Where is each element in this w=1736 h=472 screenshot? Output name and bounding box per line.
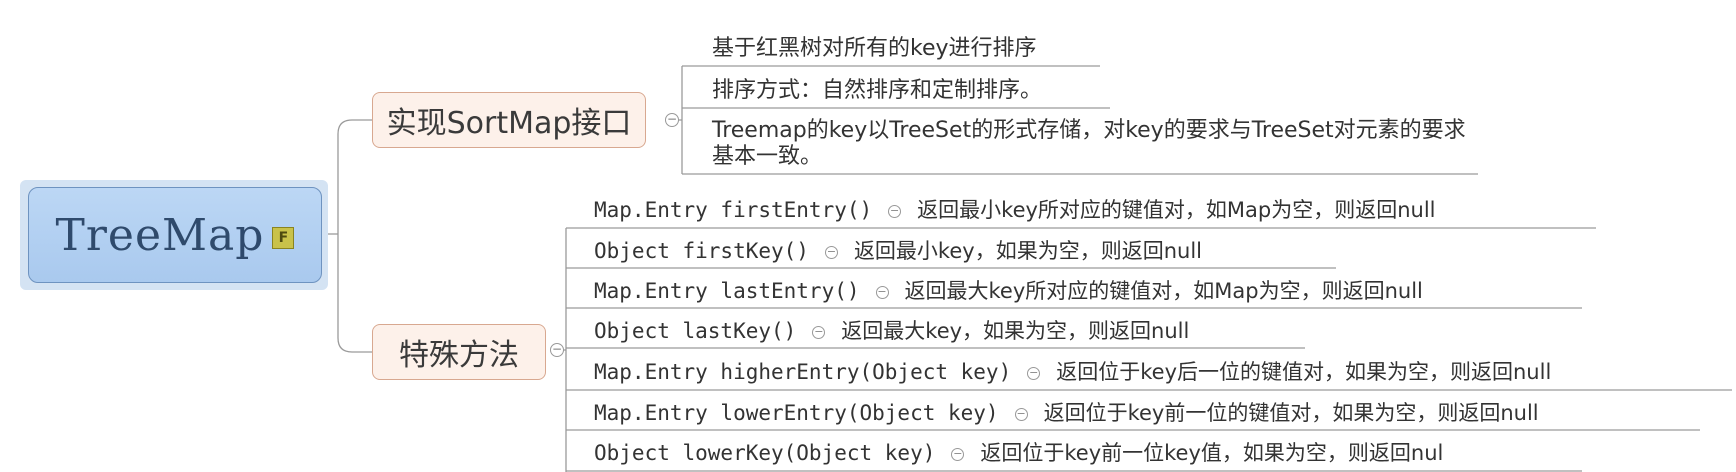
collapse-icon[interactable]: − bbox=[888, 203, 902, 218]
method-item: Object firstKey()−返回最小key，如果为空，则返回null bbox=[594, 238, 1202, 265]
method-description: 返回位于key前一位的键值对，如果为空，则返回null bbox=[1043, 401, 1539, 425]
flag-icon: F bbox=[272, 227, 295, 249]
method-item: Map.Entry lowerEntry(Object key)−返回位于key… bbox=[594, 400, 1539, 427]
branch-label: 实现SortMap接口 bbox=[386, 106, 632, 141]
collapse-icon[interactable]: − bbox=[875, 284, 889, 299]
method-signature: Object firstKey() bbox=[594, 239, 809, 263]
collapse-icon[interactable]: − bbox=[1014, 406, 1028, 421]
collapse-icon[interactable]: − bbox=[951, 446, 965, 461]
collapse-icon[interactable]: − bbox=[824, 244, 838, 259]
method-item: Object lowerKey(Object key)−返回位于key前一位ke… bbox=[594, 440, 1443, 467]
collapse-toggle-icon[interactable]: − bbox=[550, 342, 564, 357]
list-item: Treemap的key以TreeSet的形式存储，对key的要求与TreeSet… bbox=[712, 118, 1466, 169]
method-item: Map.Entry lastEntry()−返回最大key所对应的键值对，如Ma… bbox=[594, 278, 1423, 305]
method-item: Map.Entry firstEntry()−返回最小key所对应的键值对，如M… bbox=[594, 197, 1436, 224]
branch-special-methods[interactable]: 特殊方法 bbox=[372, 324, 546, 380]
method-signature: Object lowerKey(Object key) bbox=[594, 441, 936, 465]
method-signature: Map.Entry lastEntry() bbox=[594, 279, 860, 303]
method-signature: Map.Entry lowerEntry(Object key) bbox=[594, 401, 999, 425]
method-description: 返回位于key后一位的键值对，如果为空，则返回null bbox=[1056, 360, 1552, 384]
method-signature: Map.Entry firstEntry() bbox=[594, 198, 873, 222]
branch-sortmap-interface[interactable]: 实现SortMap接口 bbox=[372, 92, 646, 148]
method-description: 返回最大key，如果为空，则返回null bbox=[841, 319, 1190, 343]
list-item: 排序方式：自然排序和定制排序。 bbox=[712, 78, 1043, 103]
method-item: Object lastKey()−返回最大key，如果为空，则返回null bbox=[594, 318, 1189, 345]
collapse-toggle-icon[interactable]: − bbox=[665, 112, 679, 127]
list-item: 基于红黑树对所有的key进行排序 bbox=[712, 36, 1037, 61]
collapse-icon[interactable]: − bbox=[812, 324, 826, 339]
branch-label: 特殊方法 bbox=[399, 338, 519, 373]
collapse-icon[interactable]: − bbox=[1027, 365, 1041, 380]
method-signature: Map.Entry higherEntry(Object key) bbox=[594, 360, 1012, 384]
method-description: 返回最小key所对应的键值对，如Map为空，则返回null bbox=[917, 198, 1436, 222]
method-signature: Object lastKey() bbox=[594, 319, 797, 343]
root-node[interactable]: TreeMap F bbox=[28, 187, 322, 283]
root-title: TreeMap bbox=[55, 209, 265, 261]
method-description: 返回最大key所对应的键值对，如Map为空，则返回null bbox=[904, 279, 1423, 303]
method-description: 返回位于key前一位key值，如果为空，则返回nul bbox=[980, 441, 1444, 465]
method-description: 返回最小key，如果为空，则返回null bbox=[853, 239, 1202, 263]
method-item: Map.Entry higherEntry(Object key)−返回位于ke… bbox=[594, 359, 1551, 386]
